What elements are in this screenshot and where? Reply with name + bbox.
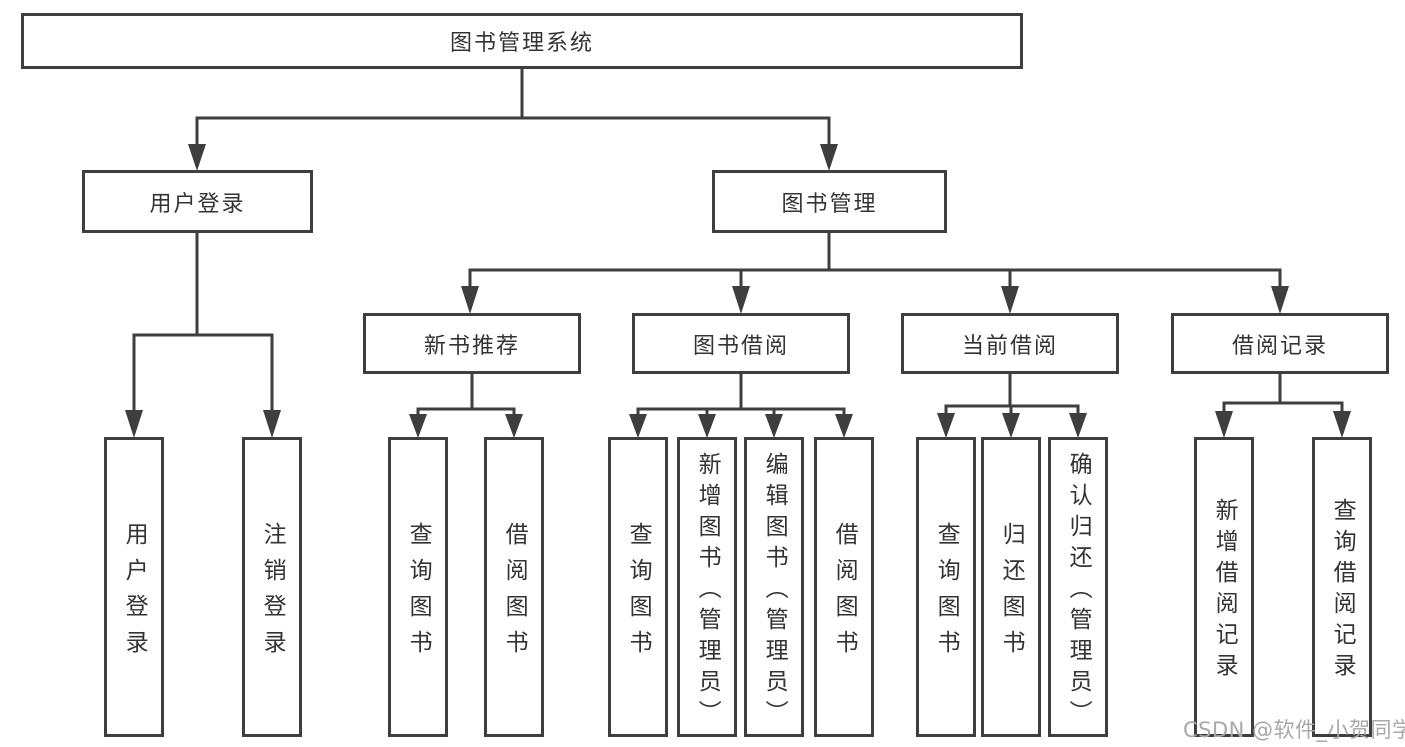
leaf-logout: 注销登录	[242, 437, 302, 737]
leaf-query-books-recommend: 查询图书	[388, 437, 448, 737]
node-user-login: 用户登录	[82, 170, 313, 233]
node-current-borrow: 当前借阅	[901, 313, 1119, 374]
connector-book-borrow-children	[629, 372, 853, 438]
node-book-borrow: 图书借阅	[632, 313, 850, 374]
node-new-book-recommend: 新书推荐	[363, 313, 581, 374]
leaf-add-borrow-record: 新增借阅记录	[1194, 437, 1254, 737]
connector-current-borrow-children	[937, 372, 1087, 438]
node-library-system: 图书管理系统	[21, 13, 1023, 69]
connector-user-login-children	[125, 231, 281, 438]
leaf-confirm-return-admin: 确认归还（管理员）	[1048, 437, 1108, 737]
connector-borrow-record-children	[1215, 372, 1351, 438]
node-borrow-records: 借阅记录	[1171, 313, 1389, 374]
leaf-edit-books-admin: 编辑图书（管理员）	[744, 437, 804, 737]
connector-new-book-children	[409, 372, 523, 438]
connector-book-management-children	[461, 231, 1289, 314]
connector-root-to-level2	[188, 67, 838, 171]
leaf-borrow-books: 借阅图书	[814, 437, 874, 737]
leaf-borrow-books-recommend: 借阅图书	[484, 437, 544, 737]
node-book-management: 图书管理	[712, 170, 947, 233]
csdn-watermark: CSDN @软件_小贺同学	[1183, 718, 1405, 742]
leaf-query-books-current: 查询图书	[916, 437, 976, 737]
leaf-query-borrow-record: 查询借阅记录	[1312, 437, 1372, 737]
leaf-return-books: 归还图书	[981, 437, 1041, 737]
leaf-user-login: 用户登录	[104, 437, 164, 737]
leaf-add-books-admin: 新增图书（管理员）	[677, 437, 737, 737]
leaf-query-books-borrow: 查询图书	[608, 437, 668, 737]
